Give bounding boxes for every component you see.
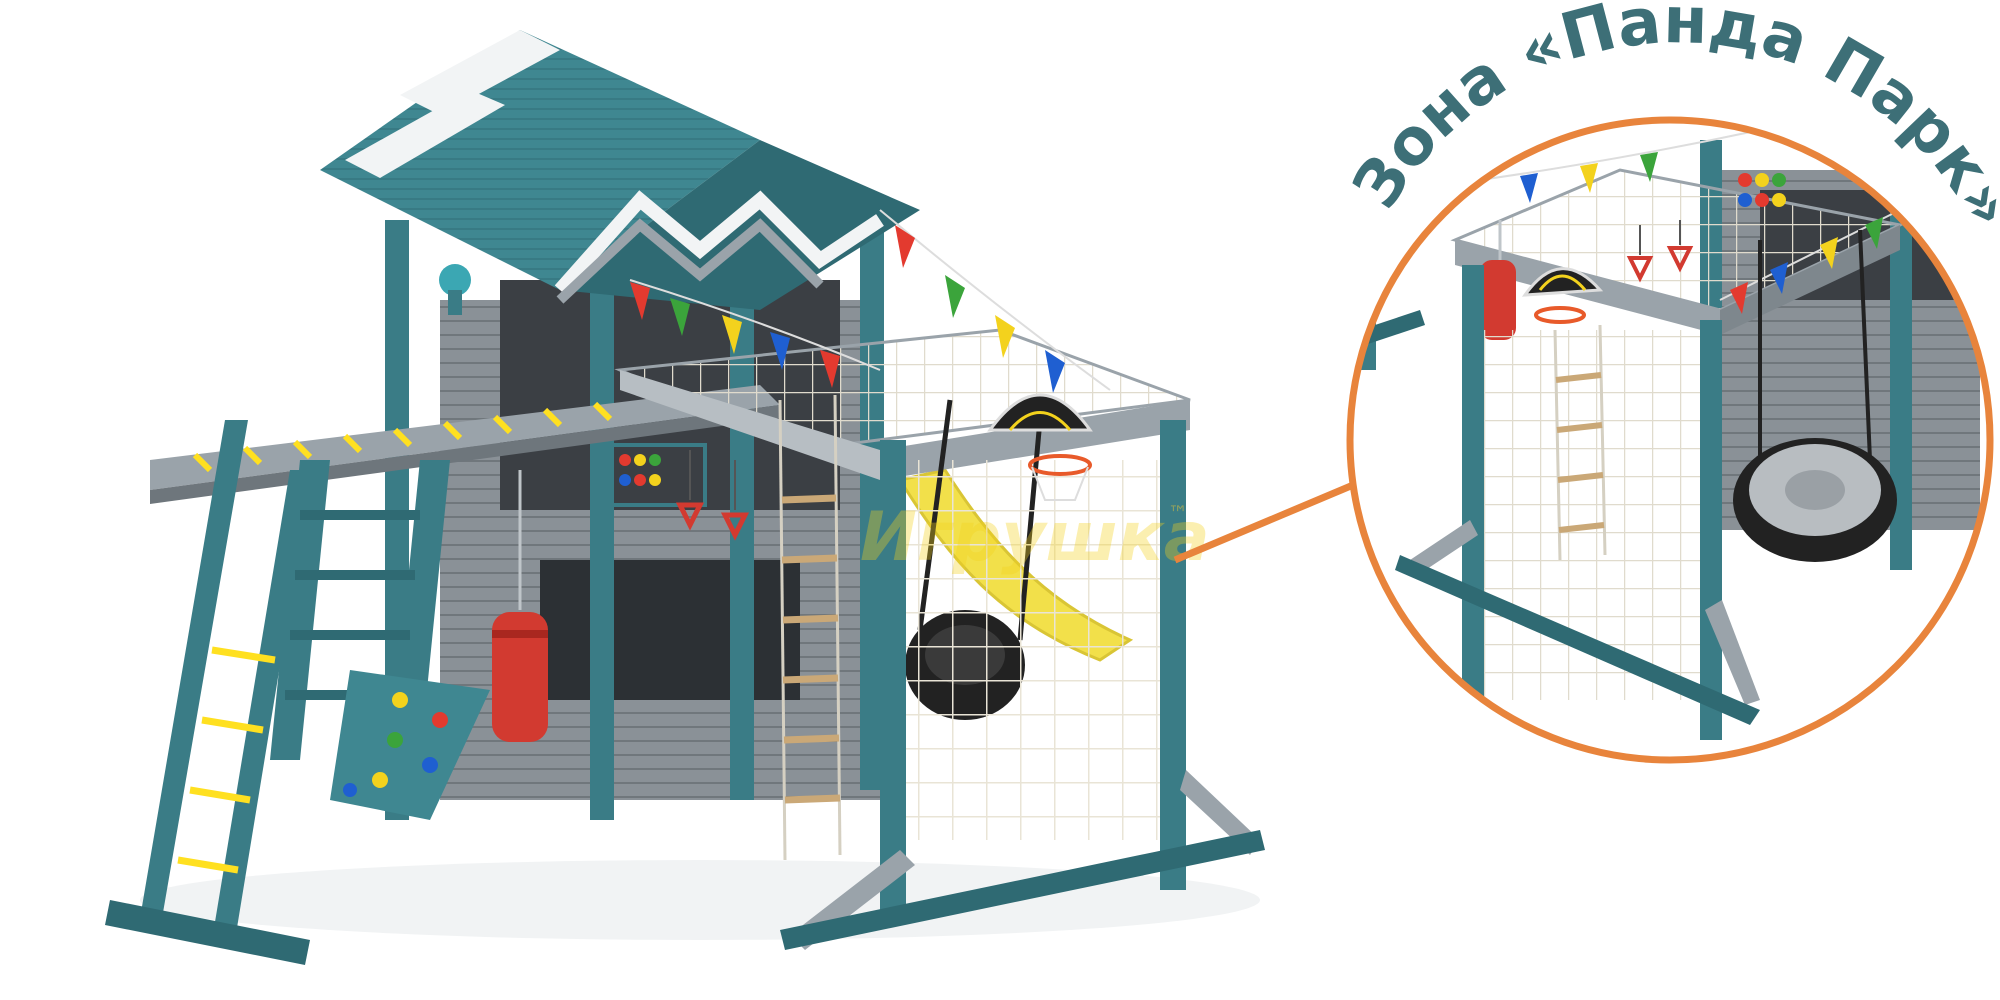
zone-callout: Зона «Панда Парк» [1173, 0, 2000, 764]
ground-shadow [140, 860, 1260, 940]
callout-ring [1346, 116, 1994, 764]
punching-bag [492, 470, 548, 742]
basketball-hoop [987, 393, 1093, 501]
abacus-toy [608, 443, 707, 507]
climbing-ladder [105, 420, 312, 965]
callout-magnified-view [1350, 120, 1990, 760]
tower-lower-opening [540, 560, 800, 700]
playground-main: Игрушка ™ [105, 30, 1265, 965]
watermark-trademark: ™ [1168, 501, 1188, 525]
periscope-toy [439, 264, 471, 315]
cargo-net [780, 420, 1265, 950]
watermark: Игрушка [860, 498, 1210, 577]
tower-roof [320, 30, 920, 310]
climbing-wall [330, 670, 490, 820]
callout-connector [1173, 476, 1367, 564]
bunting-flags [629, 209, 1111, 393]
rope-ladder [778, 394, 842, 861]
gym-rings [675, 450, 750, 541]
